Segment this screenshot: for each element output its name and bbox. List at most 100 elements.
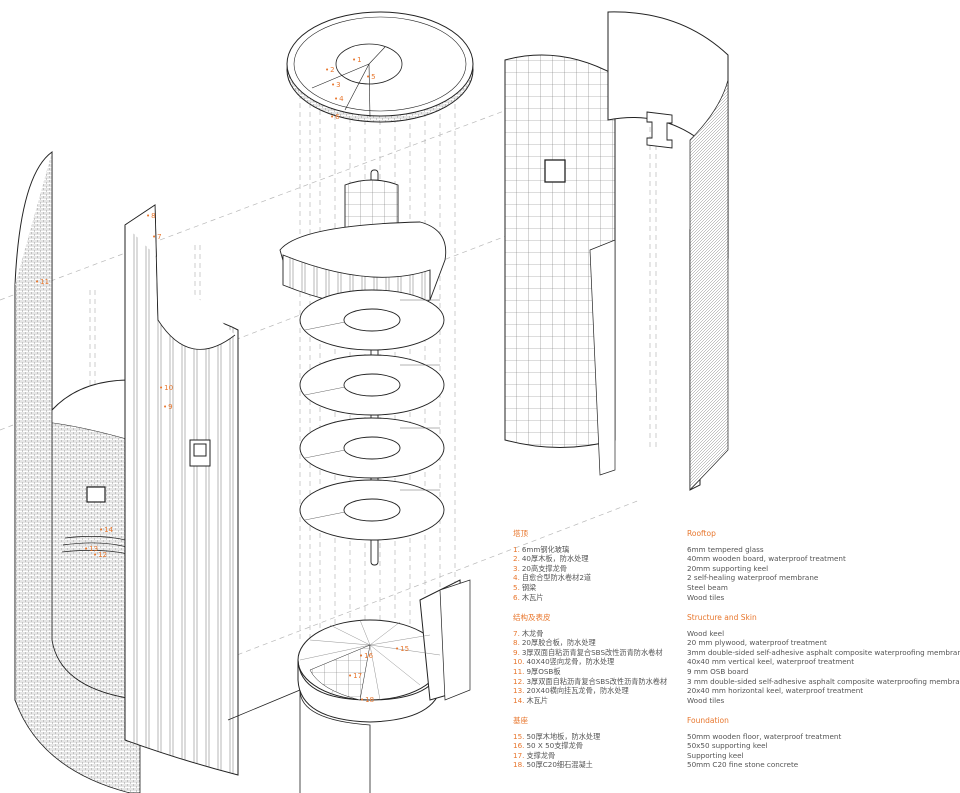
- keel-frame-right: [504, 54, 616, 476]
- legend-item-text: 50mm wooden floor, waterproof treatment: [687, 731, 842, 741]
- legend-item: 40x40 mm vertical keel, waterproof treat…: [687, 657, 960, 667]
- legend-item: Wood tiles: [687, 593, 846, 603]
- callout-18: 18: [360, 696, 374, 704]
- outer-shell-right: [607, 11, 729, 491]
- legend-item-number: 6.: [513, 592, 520, 602]
- legend-item-text: 50x50 supporting keel: [687, 741, 768, 751]
- legend-item: 3mm double-sided self-adhesive asphalt c…: [687, 648, 960, 658]
- legend-item: 6.木瓦片: [513, 593, 591, 603]
- legend-item: 8.20厚胶合板，防水处理: [513, 638, 667, 648]
- legend-item-text: 20X40横向挂瓦龙骨，防水处理: [526, 686, 629, 696]
- legend-item-text: Wood keel: [687, 628, 725, 638]
- callout-13: 13: [84, 545, 98, 553]
- legend-item-number: 13.: [513, 686, 525, 696]
- callout-14: 14: [99, 526, 113, 534]
- callout-17: 17: [348, 672, 362, 680]
- legend-item-text: 40厚木板，防水处理: [521, 554, 589, 564]
- callout-6: 6: [330, 113, 339, 121]
- keel-frame-left: [124, 204, 239, 776]
- legend-item-text: 木瓦片: [521, 592, 544, 602]
- legend-item: 50mm wooden floor, waterproof treatment: [687, 732, 841, 742]
- legend-item-text: 木瓦片: [526, 695, 549, 705]
- section-title: Structure and Skin: [687, 613, 757, 622]
- legend-item-text: Supporting keel: [687, 750, 744, 760]
- legend-item-text: 20高支撑龙骨: [521, 563, 567, 573]
- legend-item: 3 mm double-sided self-adhesive asphalt …: [687, 677, 960, 687]
- legend-item-text: 3厚双面自粘沥青复合SBS改性沥青防水卷材: [526, 676, 668, 686]
- legend-item: 7.木龙骨: [513, 629, 667, 639]
- legend-item-text: 50厚C20细石混凝土: [526, 760, 593, 770]
- outer-brick-shell-left: [14, 151, 141, 793]
- section-title: Foundation: [687, 716, 729, 725]
- legend-item-text: 50厚木地板，防水处理: [526, 731, 601, 741]
- legend-item: 12.3厚双面自粘沥青复合SBS改性沥青防水卷材: [513, 677, 667, 687]
- section-title: 基座: [513, 716, 528, 725]
- legend-item-text: 9厚OSB板: [526, 666, 561, 676]
- legend-item-text: 20mm supporting keel: [687, 563, 769, 573]
- legend-item-text: 3mm double-sided self-adhesive asphalt c…: [687, 647, 960, 657]
- legend-item-text: 3厚双面自粘沥青复合SBS改性沥青防水卷材: [521, 647, 663, 657]
- callout-2: 2: [325, 66, 334, 74]
- legend-item-number: 8.: [513, 638, 520, 648]
- legend-item-number: 17.: [513, 750, 525, 760]
- callout-11: 11: [35, 278, 49, 286]
- legend-item-number: 10.: [513, 657, 525, 667]
- legend-item-number: 12.: [513, 676, 525, 686]
- callout-1: 1: [352, 56, 361, 64]
- legend-item: Wood tiles: [687, 696, 960, 706]
- legend-item-number: 18.: [513, 760, 525, 770]
- legend-item: 6mm tempered glass: [687, 545, 846, 555]
- spiral-staircase: [279, 169, 447, 566]
- legend-item: 9 mm OSB board: [687, 667, 960, 677]
- section-title: Rooftop: [687, 529, 716, 538]
- roof-disc: [286, 11, 474, 123]
- callout-3: 3: [331, 81, 340, 89]
- legend-item-number: 2.: [513, 554, 520, 564]
- callout-7: 7: [152, 233, 161, 241]
- legend-item-text: 20 mm plywood, waterproof treatment: [687, 638, 827, 648]
- callout-4: 4: [334, 95, 343, 103]
- legend-item-text: 9 mm OSB board: [687, 666, 749, 676]
- legend-item-text: 50 X 50支撑龙骨: [526, 741, 583, 751]
- legend-item-text: 40x40 mm vertical keel, waterproof treat…: [687, 657, 855, 667]
- legend-item-text: 3 mm double-sided self-adhesive asphalt …: [687, 676, 960, 686]
- section-title: 塔顶: [513, 529, 528, 538]
- legend-item-text: Steel beam: [687, 582, 728, 592]
- legend-item: 2.40厚木板，防水处理: [513, 554, 591, 564]
- legend-item: 9.3厚双面自粘沥青复合SBS改性沥青防水卷材: [513, 648, 667, 658]
- legend-item: 1.6mm钢化玻璃: [513, 545, 591, 555]
- legend-item: 20 mm plywood, waterproof treatment: [687, 638, 960, 648]
- legend-item: 17.支撑龙骨: [513, 751, 600, 761]
- callout-15: 15: [395, 645, 409, 653]
- legend-item-number: 16.: [513, 741, 525, 751]
- legend-item-text: 20厚胶合板，防水处理: [521, 638, 596, 648]
- legend-item-text: 20x40 mm horizontal keel, waterproof tre…: [687, 686, 864, 696]
- callout-5: 5: [366, 73, 375, 81]
- legend-item-number: 7.: [513, 628, 520, 638]
- legend-item-text: 40X40竖向龙骨，防水处理: [526, 657, 615, 667]
- legend-item-text: 50mm C20 fine stone concrete: [687, 760, 799, 770]
- legend-item-text: Wood tiles: [687, 695, 725, 705]
- legend-item-text: 木龙骨: [521, 628, 544, 638]
- legend-item-text: 自愈合型防水卷材2道: [521, 573, 592, 583]
- legend-item: 14.木瓦片: [513, 696, 667, 706]
- legend-item: 4.自愈合型防水卷材2道: [513, 573, 591, 583]
- legend-item: 16.50 X 50支撑龙骨: [513, 741, 600, 751]
- legend-item-number: 11.: [513, 666, 525, 676]
- callout-16: 16: [359, 652, 373, 660]
- legend-item-text: 支撑龙骨: [526, 750, 556, 760]
- legend-item: Wood keel: [687, 629, 960, 639]
- legend-item-text: 6mm tempered glass: [687, 544, 764, 554]
- legend-item-text: 钢梁: [521, 582, 537, 592]
- legend-item-number: 5.: [513, 582, 520, 592]
- legend-item: 50mm C20 fine stone concrete: [687, 760, 841, 770]
- legend-item-number: 1.: [513, 544, 520, 554]
- callout-10: 10: [159, 384, 173, 392]
- legend-item: 18.50厚C20细石混凝土: [513, 760, 600, 770]
- legend-item: 10.40X40竖向龙骨，防水处理: [513, 657, 667, 667]
